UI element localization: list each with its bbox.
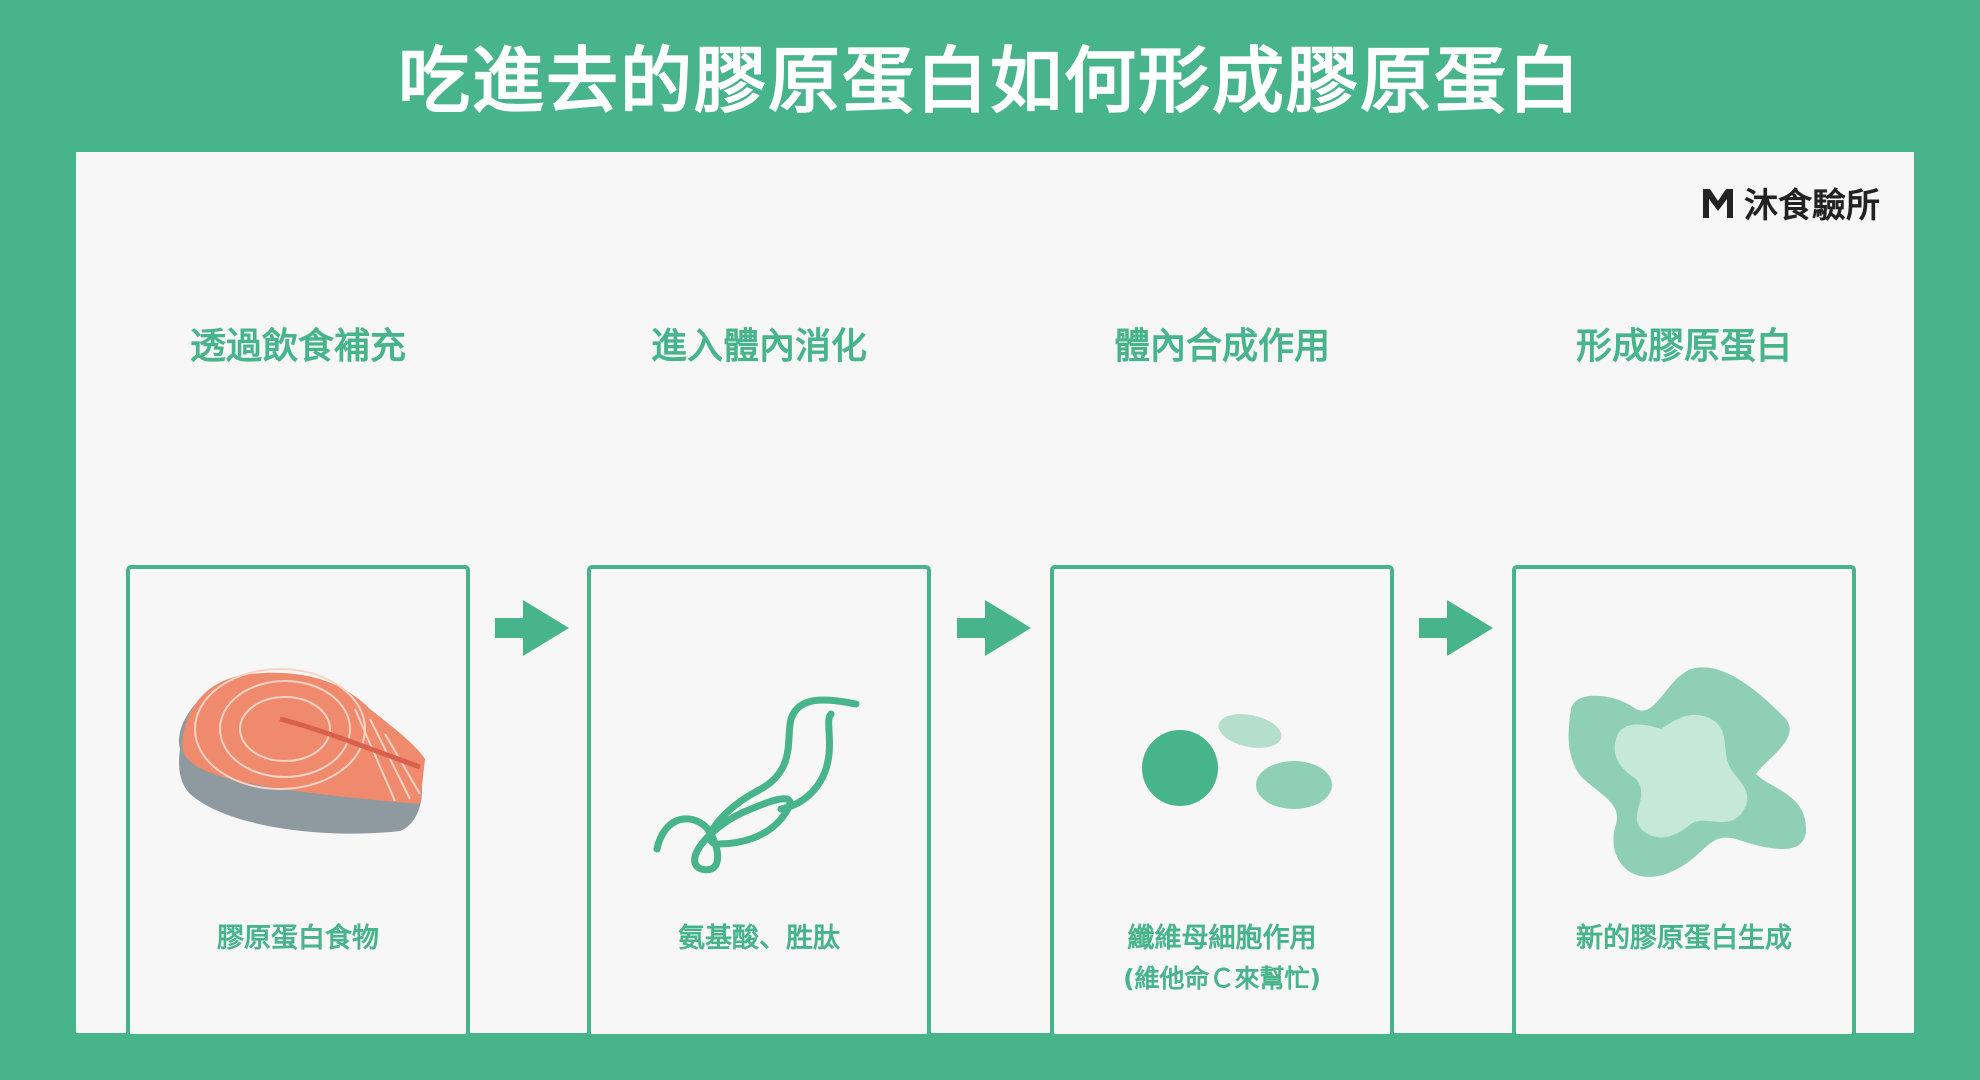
m-logo-icon: [1703, 188, 1733, 218]
step-4: 形成膠原蛋白 新的膠原蛋白生成: [1512, 322, 1856, 1038]
step-box: 新的膠原蛋白生成: [1512, 565, 1856, 1038]
salmon-steak-icon: [179, 668, 425, 834]
step-caption: 新的膠原蛋白生成: [1576, 923, 1792, 954]
content-panel: 沐食驗所 透過飲食補充 膠原蛋白食物 進入體內消化: [76, 152, 1914, 1038]
arrow-right-icon: [495, 600, 569, 656]
step-3: 體內合成作用 纖維母細胞作用 (維他命Ｃ來幫忙): [1050, 322, 1394, 1038]
brand-name: 沐食驗所: [1744, 186, 1880, 226]
cells-icon: [1142, 713, 1332, 809]
step-box: 氨基酸、胜肽: [587, 565, 931, 1038]
step-caption: 纖維母細胞作用 (維他命Ｃ來幫忙): [1054, 919, 1390, 999]
collagen-blob-icon: [1568, 667, 1806, 877]
step-box: 纖維母細胞作用 (維他命Ｃ來幫忙): [1050, 565, 1394, 1038]
page-title: 吃進去的膠原蛋白如何形成膠原蛋白: [397, 39, 1582, 123]
step-title: 形成膠原蛋白: [1575, 326, 1792, 367]
step-title: 透過飲食補充: [189, 326, 406, 367]
brand-logo: 沐食驗所: [1700, 178, 1880, 227]
step-caption: 膠原蛋白食物: [217, 923, 379, 954]
caption-main: 纖維母細胞作用: [1127, 923, 1317, 954]
step-caption: 氨基酸、胜肽: [678, 923, 840, 954]
step-title: 體內合成作用: [1113, 326, 1330, 367]
step-box: 膠原蛋白食物: [126, 565, 470, 1038]
arrow-right-icon: [957, 600, 1031, 656]
step-title: 進入體內消化: [650, 326, 867, 367]
arrow-right-icon: [1419, 600, 1493, 656]
step-1: 透過飲食補充 膠原蛋白食物: [126, 322, 470, 1038]
step-2: 進入體內消化 氨基酸、胜肽: [587, 322, 931, 1038]
peptide-strand-icon: [653, 696, 860, 874]
caption-sub: (維他命Ｃ來幫忙): [1123, 964, 1321, 993]
